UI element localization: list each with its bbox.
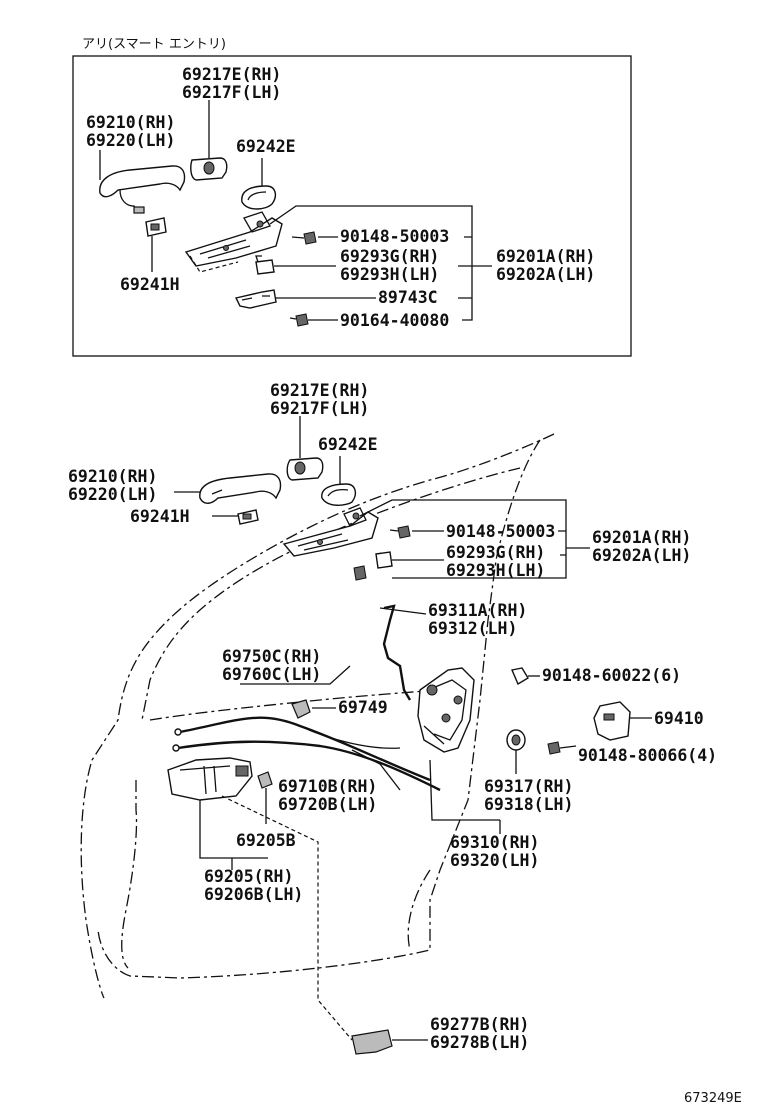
label-69749: 69749 [338, 698, 388, 717]
bolt-90148-50003 [389, 525, 411, 539]
inset-label-69217-rh: 69217E(RH) [182, 65, 281, 84]
label-90148-50003: 90148-50003 [446, 522, 555, 541]
label-90148-80066: 90148-80066(4) [578, 746, 717, 765]
inset-label-69242e: 69242E [236, 137, 296, 156]
label-69217e-rh: 69217E(RH) [270, 381, 369, 400]
label-69242e: 69242E [318, 435, 378, 454]
inset-label-69210-rh: 69210(RH) [86, 113, 175, 132]
label-69318-lh: 69318(LH) [484, 795, 573, 814]
label-69410: 69410 [654, 709, 704, 728]
label-69293: 69293G(RH)69293H(LH) [446, 543, 545, 580]
gasket [321, 483, 357, 506]
label-69710b-rh: 69710B(RH) [278, 777, 377, 796]
screw-lower [353, 565, 367, 581]
inset-label-69210: 69210(RH)69220(LH) [86, 113, 175, 150]
label-69311a: 69311A(RH)69312(LH) [428, 601, 527, 638]
label-69205-rh: 69205(RH) [204, 867, 293, 886]
header-note: アリ(スマート エントリ) [82, 37, 226, 52]
retainer-69205b [257, 771, 273, 789]
label-69241h: 69241H [130, 507, 190, 526]
label-69750c: 69750C(RH)69760C(LH) [222, 647, 321, 684]
cables-69750-69710 [172, 716, 441, 792]
label-69320-lh: 69320(LH) [450, 851, 539, 870]
inset-label-90148-50003: 90148-50003 [340, 227, 449, 246]
inset-bolt-1 [291, 231, 317, 245]
inset-sensor [234, 289, 277, 309]
inset-frame-bracket [184, 211, 283, 273]
label-69311a-rh: 69311A(RH) [428, 601, 527, 620]
label-69312-lh: 69312(LH) [428, 619, 517, 638]
inset-label-90164-40080: 90164-40080 [340, 311, 449, 330]
label-69750c-rh: 69750C(RH) [222, 647, 321, 666]
label-69201a: 69201A(RH)69202A(LH) [592, 528, 691, 565]
label-69710b: 69710B(RH)69720B(LH) [278, 777, 377, 814]
inset-clip [255, 255, 275, 275]
label-69277b: 69277B(RH)69278B(LH) [430, 1015, 529, 1052]
striker-69410 [593, 701, 631, 741]
label-69220-lh: 69220(LH) [68, 485, 157, 504]
label-69202a-lh: 69202A(LH) [592, 546, 691, 565]
inset-label-69201a-rh: 69201A(RH) [496, 247, 595, 266]
inset-handle-cap [190, 157, 228, 181]
inner-handle [167, 757, 253, 801]
label-69201a-rh: 69201A(RH) [592, 528, 691, 547]
inset-label-69201a: 69201A(RH)69202A(LH) [496, 247, 595, 284]
door-lock-assembly [417, 667, 475, 753]
inset-label-69202a-lh: 69202A(LH) [496, 265, 595, 284]
inset-label-69220-lh: 69220(LH) [86, 131, 175, 150]
label-69210-rh: 69210(RH) [68, 467, 157, 486]
inset-gasket [241, 185, 277, 210]
inset-frame [72, 55, 632, 357]
inset-small-pad [145, 217, 167, 237]
lock-rod [382, 604, 412, 701]
inset-label-89743c: 89743C [378, 288, 438, 307]
cable-clip-69749 [291, 699, 311, 719]
cap-69317 [506, 729, 526, 751]
label-69317: 69317(RH)69318(LH) [484, 777, 573, 814]
cover-69277b [351, 1029, 393, 1055]
label-69210: 69210(RH)69220(LH) [68, 467, 157, 504]
label-69205b: 69205B [236, 831, 296, 850]
inset-outer-handle [99, 165, 186, 214]
label-69217: 69217E(RH)69217F(LH) [270, 381, 369, 418]
label-69760c-lh: 69760C(LH) [222, 665, 321, 684]
inset-label-69293h-lh: 69293H(LH) [340, 265, 439, 284]
label-69277b-rh: 69277B(RH) [430, 1015, 529, 1034]
frame-bracket [282, 507, 379, 557]
inset-label-69217: 69217E(RH)69217F(LH) [182, 65, 281, 102]
inset-label-69241h: 69241H [120, 275, 180, 294]
small-pad [237, 509, 259, 525]
label-69293h-lh: 69293H(LH) [446, 561, 545, 580]
handle-cap [286, 457, 324, 481]
label-69310-rh: 69310(RH) [450, 833, 539, 852]
outer-handle [199, 473, 282, 504]
bolt-90148-60022 [511, 667, 540, 686]
figure-id: 673249E [684, 1091, 742, 1106]
label-69317-rh: 69317(RH) [484, 777, 573, 796]
label-69206b-lh: 69206B(LH) [204, 885, 303, 904]
inset-label-69293: 69293G(RH)69293H(LH) [340, 247, 439, 284]
inset-label-69217-lh: 69217F(LH) [182, 83, 281, 102]
door-outline [80, 433, 555, 999]
label-69293g-rh: 69293G(RH) [446, 543, 545, 562]
bolt-90148-80066 [547, 741, 577, 755]
label-90148-60022: 90148-60022(6) [542, 666, 681, 685]
inset-bolt-2 [289, 313, 309, 327]
inset-label-69293g-rh: 69293G(RH) [340, 247, 439, 266]
label-69205: 69205(RH)69206B(LH) [204, 867, 303, 904]
label-69278b-lh: 69278B(LH) [430, 1033, 529, 1052]
label-69217f-lh: 69217F(LH) [270, 399, 369, 418]
label-69720b-lh: 69720B(LH) [278, 795, 377, 814]
label-69310: 69310(RH)69320(LH) [450, 833, 539, 870]
clip-69293 [375, 551, 393, 569]
